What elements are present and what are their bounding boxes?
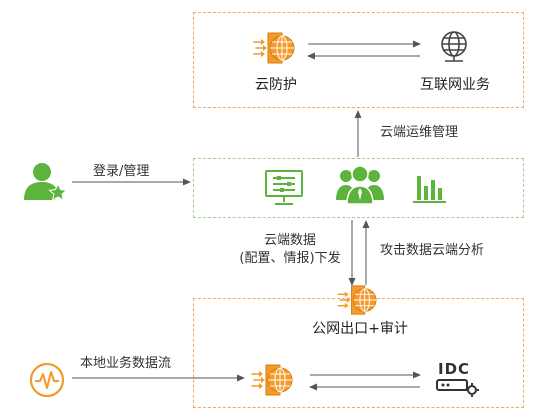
- management-platform-box: [193, 158, 524, 218]
- idc-label: IDC: [438, 360, 471, 378]
- ops-management-label: 云端运维管理: [380, 125, 459, 140]
- internet-service-label: 互联网业务: [420, 77, 490, 93]
- exit-audit-label: 公网出口+审计: [312, 321, 408, 337]
- globe-icon: [441, 31, 467, 62]
- bar-chart-icon: [413, 176, 446, 203]
- attack-data-label: 攻击数据云端分析: [380, 243, 485, 258]
- user-group-icon: [336, 165, 384, 205]
- local-firewall-icon: [251, 364, 293, 396]
- login-label: 登录/管理: [93, 164, 150, 179]
- cloud-firewall-icon: [253, 32, 295, 64]
- cloud-defense-label: 云防护: [255, 77, 297, 93]
- cloud-data-label-line2: (配置、情报)下发: [239, 250, 341, 266]
- cloud-protection-box: [193, 12, 524, 108]
- pulse-icon: [29, 362, 65, 398]
- idc-server-icon: [436, 379, 479, 397]
- local-flow-label: 本地业务数据流: [80, 356, 172, 371]
- cloud-data-label-line1: 云端数据: [263, 233, 316, 248]
- admin-user-icon: [24, 163, 68, 201]
- exit-firewall-icon: [337, 285, 377, 315]
- cloud-data-label: 云端数据 (配置、情报)下发: [234, 232, 346, 267]
- monitor-icon: [265, 170, 303, 205]
